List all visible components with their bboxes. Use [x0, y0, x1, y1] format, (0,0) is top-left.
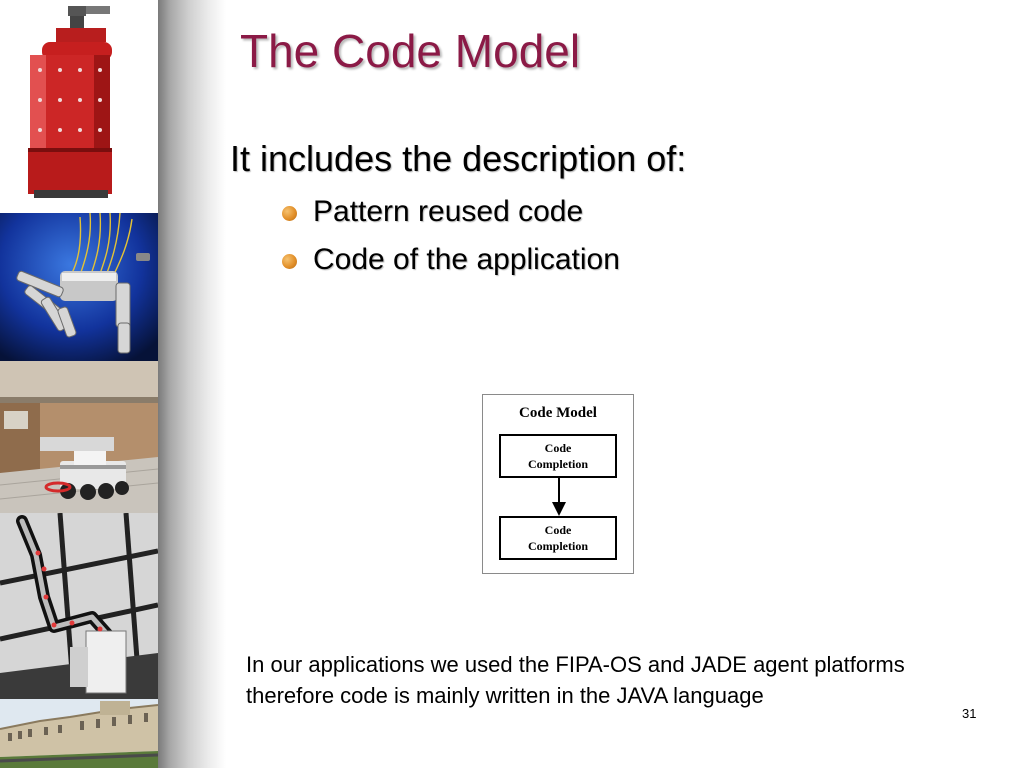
rover-robot-photo: [0, 361, 158, 513]
box-label-line1: Code: [544, 523, 572, 537]
robot-hand-photo: [0, 213, 158, 361]
bullet-text: Pattern reused code: [313, 195, 584, 228]
bullet-dot-icon: [282, 254, 297, 269]
code-model-diagram: Code Model Code Completion Code Completi…: [482, 394, 634, 574]
code-completion-box-bottom: Code Completion: [499, 516, 617, 560]
bullet-item: Pattern reused code: [282, 194, 620, 242]
footnote-text: In our applications we used the FIPA-OS …: [246, 652, 905, 708]
box-label-line1: Code: [544, 441, 572, 455]
diagram-title: Code Model: [519, 405, 597, 421]
photo-strip: [0, 0, 158, 768]
mobile-robot-photo: [0, 0, 158, 213]
intro-text: It includes the description of:: [230, 138, 687, 179]
arrow-down-icon: [552, 478, 566, 516]
building-photo: [0, 699, 158, 768]
slide-title: The Code Model: [240, 25, 581, 77]
bullet-text: Code of the application: [313, 243, 620, 276]
bullet-list: Pattern reused code Code of the applicat…: [282, 194, 620, 290]
box-label-line2: Completion: [528, 539, 588, 553]
code-completion-box-top: Code Completion: [499, 434, 617, 478]
box-label-line2: Completion: [528, 457, 588, 471]
page-number: 31: [962, 706, 977, 721]
robot-arm-photo: [0, 513, 158, 699]
bullet-item: Code of the application: [282, 242, 620, 290]
bullet-dot-icon: [282, 206, 297, 221]
shadow-band: [158, 0, 226, 768]
